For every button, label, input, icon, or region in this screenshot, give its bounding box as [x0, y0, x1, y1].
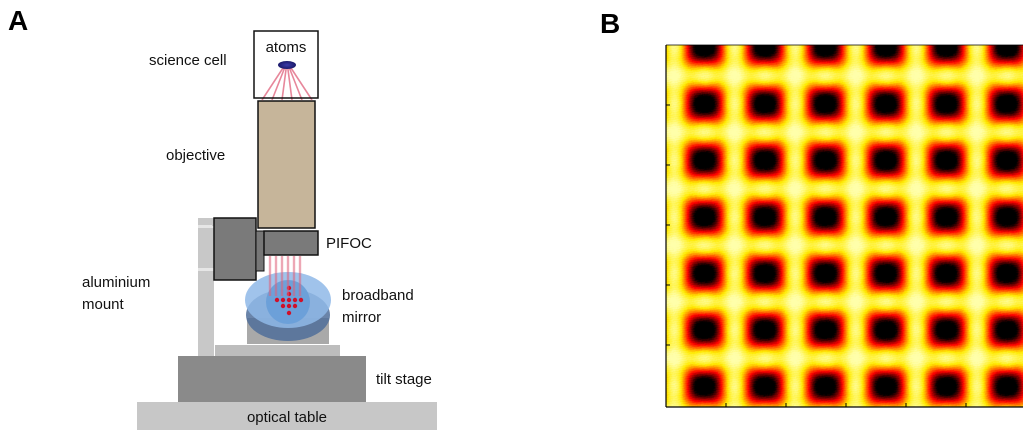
panel-b: B	[600, 8, 1023, 408]
mount-label: mount	[82, 296, 125, 313]
broadband-label: broadband	[342, 287, 414, 304]
mirror-spot	[280, 303, 286, 309]
upper-beam	[271, 67, 286, 101]
mirror-spot	[286, 303, 292, 309]
mirror-spot	[292, 297, 298, 303]
tilt-stage	[178, 356, 366, 402]
mirror-spot	[286, 297, 292, 303]
atoms-label: atoms	[266, 39, 307, 56]
science-cell	[253, 30, 319, 99]
aluminium-label: aluminium	[82, 274, 150, 291]
upper-beam	[288, 67, 303, 101]
upper-beams	[261, 67, 313, 101]
upper-beam	[261, 67, 284, 101]
piezo-connector	[255, 230, 265, 272]
mirror-spots	[274, 285, 304, 316]
optical-table	[137, 402, 437, 430]
objective	[257, 100, 316, 229]
lattice-ticks	[666, 104, 967, 407]
mirror-spot	[280, 297, 286, 303]
tilt-stage-label: tilt stage	[376, 371, 432, 388]
panel-a-letter: A	[8, 5, 28, 36]
lattice-image-wrapper	[666, 45, 1023, 407]
lower-beams	[268, 256, 302, 296]
optical-table-label: optical table	[247, 409, 327, 426]
upper-beam	[287, 67, 293, 101]
pifoc-label: PIFOC	[326, 235, 372, 252]
science-cell-label: science cell	[149, 52, 227, 69]
mirror-spot	[286, 310, 292, 316]
piezo-block	[213, 217, 257, 281]
tilt-stage-top	[215, 345, 340, 356]
lattice-image	[666, 45, 1023, 407]
pifoc	[263, 230, 319, 256]
mirror-spot	[274, 297, 280, 303]
mirror-spot	[298, 297, 304, 303]
panel-a: A optical table tilt stage aluminium mou…	[8, 5, 437, 430]
upper-beam	[290, 67, 313, 101]
upper-beam	[281, 67, 287, 101]
atom-cloud	[278, 61, 296, 69]
panel-b-letter: B	[600, 8, 620, 39]
mirror-spot	[292, 303, 298, 309]
objective-label: objective	[166, 147, 225, 164]
mirror-label: mirror	[342, 309, 381, 326]
